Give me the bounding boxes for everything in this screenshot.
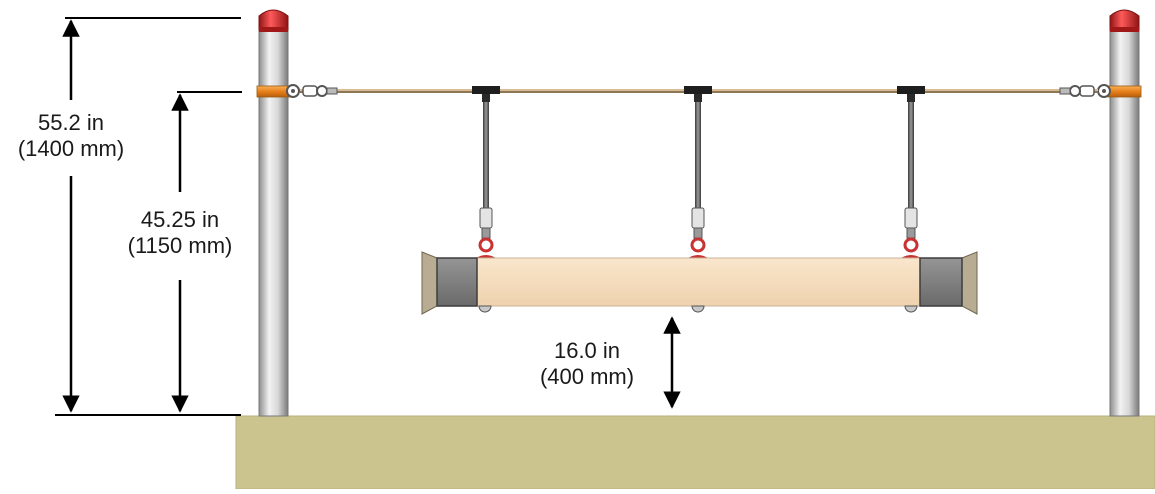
clearance-label: 16.0 in (400 mm) (520, 338, 654, 390)
cable-height-imperial: 45.25 in (140, 207, 220, 232)
beam-right-flare (961, 251, 978, 315)
cable-height-label: 45.25 in (1150 mm) (112, 207, 248, 259)
beam-body (475, 257, 921, 307)
left-post (256, 9, 300, 417)
right-post-band (1107, 85, 1142, 98)
beam-right-cap (919, 257, 963, 307)
left-post-band (256, 85, 291, 98)
beam (421, 251, 978, 315)
hanger-center (684, 86, 712, 258)
overall-height-metric: (1400 mm) (17, 136, 125, 161)
cable-height-metric: (1150 mm) (127, 233, 233, 258)
right-post (1097, 9, 1142, 417)
clearance-metric: (400 mm) (539, 364, 635, 389)
beam-left-flare (421, 251, 438, 315)
beam-left-cap (436, 257, 478, 307)
clearance-imperial: 16.0 in (553, 338, 621, 363)
overall-height-label: 55.2 in (1400 mm) (0, 110, 142, 162)
hanger-right (897, 86, 925, 258)
overall-height-imperial: 55.2 in (37, 110, 105, 135)
hanger-left (472, 86, 500, 258)
ground-block (235, 415, 1155, 490)
